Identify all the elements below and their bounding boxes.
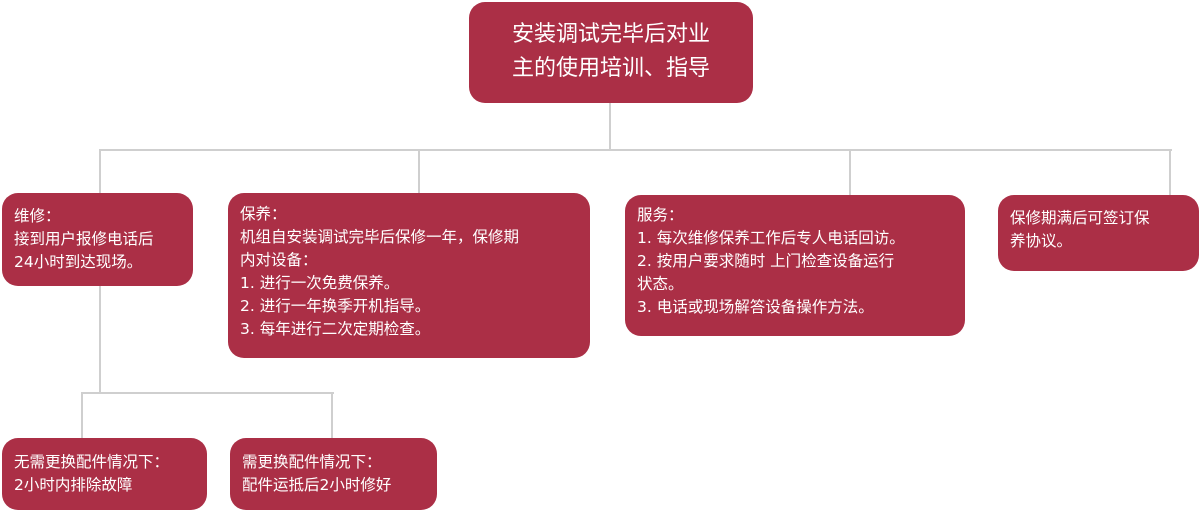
after-warranty-node: 保修期满后可签订保 养协议。	[998, 195, 1199, 271]
node-text: 3. 每年进行二次定期检查。	[240, 320, 431, 338]
need-parts-node: 需更换配件情况下： 配件运抵后2小时修好	[230, 438, 437, 510]
node-text: 保养：	[240, 205, 287, 223]
connector	[849, 149, 851, 196]
connector	[418, 149, 420, 194]
repair-node: 维修： 接到用户报修电话后 24小时到达现场。	[2, 193, 193, 286]
node-text: 2小时内排除故障	[14, 476, 133, 494]
connector	[331, 392, 333, 439]
node-text: 3. 电话或现场解答设备操作方法。	[637, 298, 874, 316]
maintenance-node: 保养： 机组自安装调试完毕后保修一年，保修期 内对设备： 1. 进行一次免费保养…	[228, 193, 590, 358]
node-text: 1. 每次维修保养工作后专人电话回访。	[637, 229, 905, 247]
connector	[81, 392, 334, 394]
node-text: 2. 进行一年换季开机指导。	[240, 297, 431, 315]
node-text: 24小时到达现场。	[14, 253, 143, 271]
node-text: 保修期满后可签订保	[1010, 209, 1150, 227]
node-text: 需更换配件情况下：	[242, 453, 382, 471]
node-text: 养协议。	[1010, 232, 1073, 250]
connector	[99, 149, 101, 194]
connector	[81, 392, 83, 439]
node-text: 配件运抵后2小时修好	[242, 476, 392, 494]
connector	[609, 103, 611, 151]
node-text: 2. 按用户要求随时 上门检查设备运行	[637, 252, 895, 270]
node-text: 机组自安装调试完毕后保修一年，保修期	[240, 228, 520, 246]
node-text: 内对设备：	[240, 251, 318, 269]
connector	[99, 286, 101, 394]
service-node: 服务： 1. 每次维修保养工作后专人电话回访。 2. 按用户要求随时 上门检查设…	[625, 195, 965, 336]
node-text: 服务：	[637, 206, 684, 224]
node-text: 安装调试完毕后对业	[511, 22, 710, 47]
node-text: 主的使用培训、指导	[511, 56, 710, 81]
node-text: 无需更换配件情况下：	[14, 453, 170, 471]
node-text: 1. 进行一次免费保养。	[240, 274, 400, 292]
connector	[1169, 149, 1171, 196]
node-text: 状态。	[637, 275, 684, 293]
node-text: 接到用户报修电话后	[14, 230, 154, 248]
root-node: 安装调试完毕后对业 主的使用培训、指导	[469, 2, 753, 103]
connector	[99, 149, 1172, 151]
node-text: 维修：	[14, 207, 61, 225]
no-parts-node: 无需更换配件情况下： 2小时内排除故障	[2, 438, 207, 510]
